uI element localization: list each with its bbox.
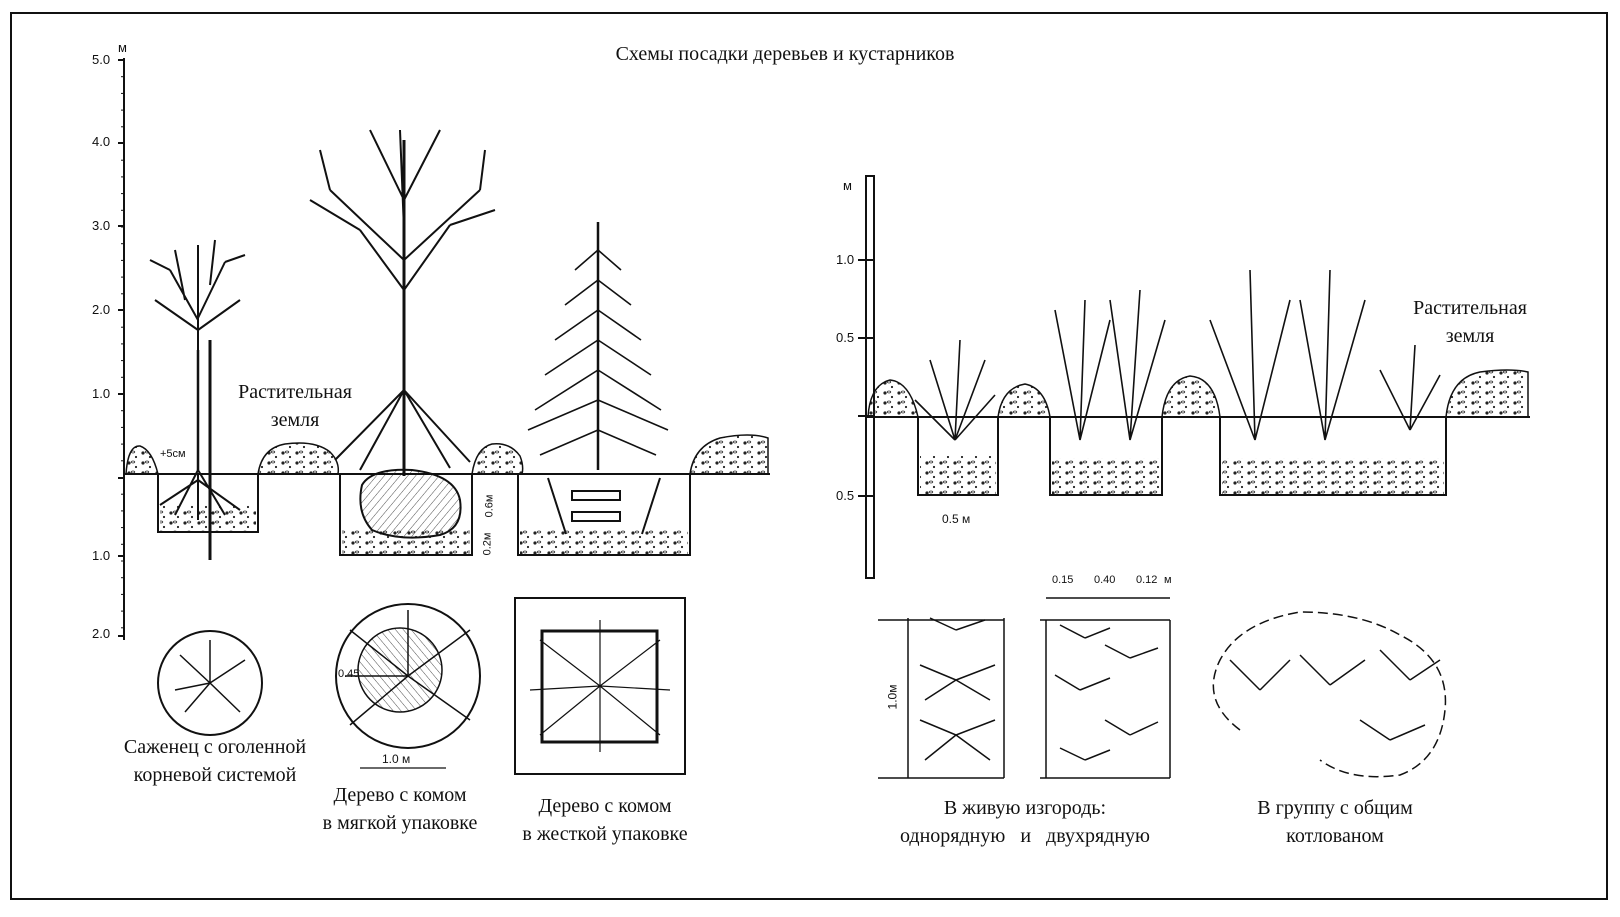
dim-hedge-width: 0.5 м xyxy=(942,512,971,526)
soil-label-left-line1: Растительная xyxy=(238,381,352,403)
left-scale-tick-minus1: 1.0 xyxy=(92,548,111,563)
plan-bare-root xyxy=(157,630,263,736)
caption-bare-root-line2: корневой системой xyxy=(133,764,297,786)
left-scale-tick-2: 2.0 xyxy=(92,302,111,317)
plan-group xyxy=(1212,611,1447,778)
caption-hedge-line1: В живую изгородь: xyxy=(943,797,1107,819)
soil-label-right-line1: Растительная xyxy=(1413,297,1527,319)
dim-double-row-1: 0.15 xyxy=(1052,574,1074,586)
caption-hard-ball-line1: Дерево с комом xyxy=(538,795,672,817)
plan-hard-ball-branches xyxy=(529,620,671,752)
caption-group-line2: котлованом xyxy=(1286,825,1384,847)
shrubs-right xyxy=(914,269,1441,441)
pit-hard-ball xyxy=(517,474,691,556)
left-scale-tick-1: 1.0 xyxy=(92,386,111,401)
left-scale-tick-4: 4.0 xyxy=(92,134,111,149)
soil-mounds-left xyxy=(125,434,769,475)
diagram-frame xyxy=(10,12,1608,900)
diagram-title: Схемы посадки деревьев и кустарников xyxy=(615,43,955,65)
plan-hedge-single xyxy=(878,617,1005,779)
right-scale-unit: м xyxy=(843,178,852,193)
dim-double-row-unit: м xyxy=(1164,574,1172,586)
plan-soft-ball xyxy=(335,603,481,749)
dim-plan-diameter: 1.0 м xyxy=(382,752,411,766)
left-scale-tick-minus2: 2.0 xyxy=(92,626,111,641)
dim-double-row-2: 0.40 xyxy=(1094,574,1116,586)
soil-mounds-right xyxy=(867,369,1529,418)
right-height-scale xyxy=(858,175,875,579)
pit-soft-ball xyxy=(339,468,473,556)
soil-label-right-line2: земля xyxy=(1445,325,1495,347)
left-scale-unit: м xyxy=(118,40,127,55)
caption-soft-ball-line2: в мягкой упаковке xyxy=(322,812,478,834)
plan-hedge-double xyxy=(1040,597,1171,779)
tree-bare-root xyxy=(149,239,246,560)
caption-soft-ball-line1: Дерево с комом xyxy=(333,784,467,806)
tree-spruce xyxy=(527,222,669,470)
dim-stake-offset: +5см xyxy=(160,448,186,460)
caption-hard-ball-line2: в жесткой упаковке xyxy=(522,823,688,845)
left-scale-minor-ticks xyxy=(121,59,124,629)
tree-soft-ball xyxy=(309,129,496,476)
caption-group-line1: В группу с общим xyxy=(1257,797,1413,819)
caption-bare-root-line1: Саженец с оголенной xyxy=(123,736,307,758)
right-scale-tick-1: 1.0 xyxy=(836,252,855,267)
right-scale-tick-05: 0.5 xyxy=(836,330,855,345)
caption-hedge-line2: однорядную и двухрядную xyxy=(900,825,1150,847)
plan-soft-ball-branches xyxy=(345,610,471,726)
pit-hedge-double xyxy=(1049,417,1163,496)
dim-plan-ball: 0.45 xyxy=(338,668,360,680)
left-height-scale xyxy=(118,58,125,640)
dim-double-row-3: 0.12 xyxy=(1136,574,1158,586)
left-scale-tick-5: 5.0 xyxy=(92,52,111,67)
pit-bare-root xyxy=(157,474,259,533)
right-scale-tick-minus05: 0.5 xyxy=(836,488,855,503)
plan-hard-ball-outer xyxy=(514,597,686,775)
pit-group xyxy=(1219,417,1447,496)
plan-bare-root-roots xyxy=(174,640,246,713)
soil-label-left-line2: земля xyxy=(270,409,320,431)
left-scale-tick-3: 3.0 xyxy=(92,218,111,233)
pit-hedge-single xyxy=(917,417,999,496)
